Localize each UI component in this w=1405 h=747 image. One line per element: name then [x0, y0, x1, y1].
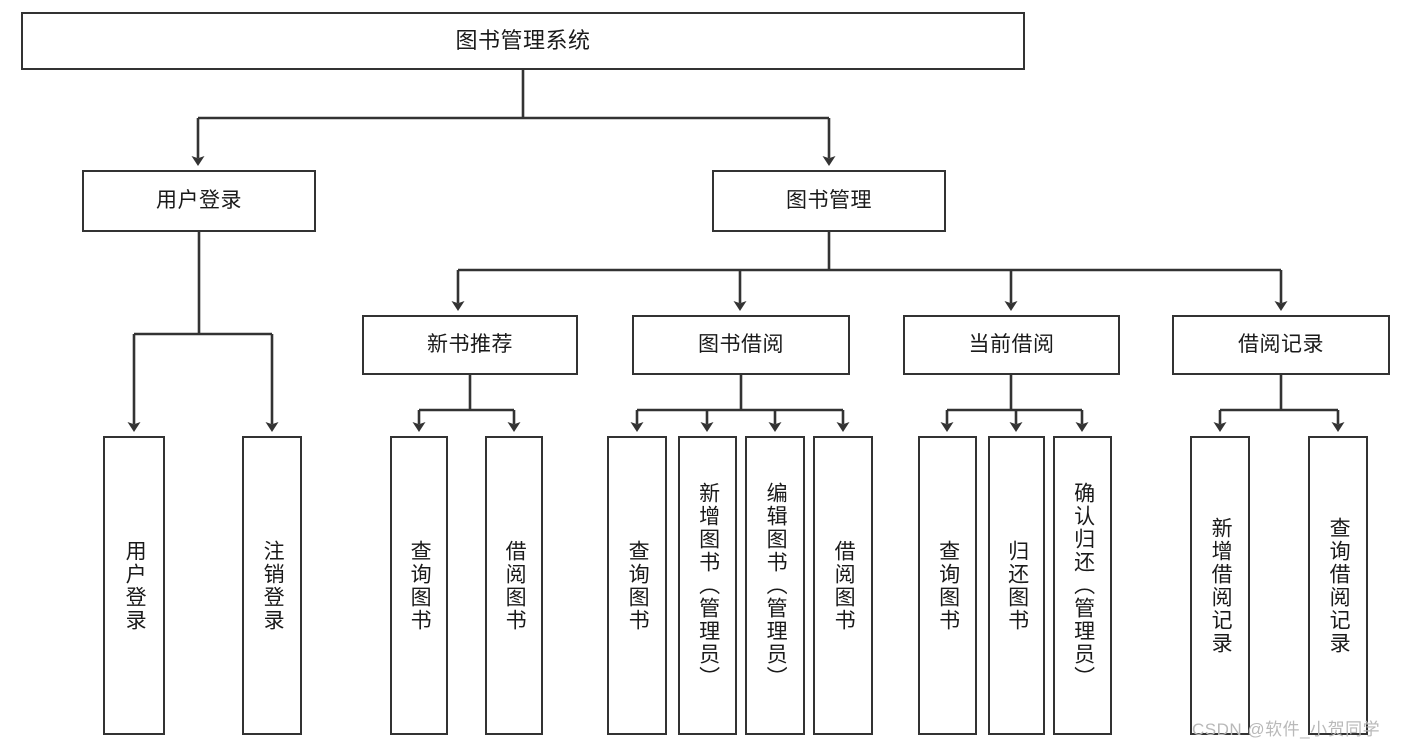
node-leaf-add-borrow-record[interactable]: 新增借阅记录 — [1190, 436, 1250, 735]
node-label: 当前借阅 — [968, 333, 1055, 357]
node-label: 用户登录 — [156, 189, 242, 213]
node-label: 借阅图书 — [503, 539, 527, 632]
node-label: 新增借阅记录 — [1209, 516, 1233, 655]
node-leaf-return-book[interactable]: 归还图书 — [988, 436, 1045, 735]
node-borrow-record[interactable]: 借阅记录 — [1172, 315, 1390, 375]
node-label: 新增图书（管理员） — [696, 482, 720, 689]
node-leaf-confirm-return-admin[interactable]: 确认归还（管理员） — [1053, 436, 1112, 735]
node-label: 查询图书 — [408, 539, 432, 632]
node-leaf-borrow-book-1[interactable]: 借阅图书 — [485, 436, 543, 735]
node-user-login[interactable]: 用户登录 — [82, 170, 316, 232]
node-label: 新书推荐 — [427, 333, 513, 357]
node-leaf-logout-login[interactable]: 注销登录 — [242, 436, 302, 735]
node-leaf-query-book-1[interactable]: 查询图书 — [390, 436, 448, 735]
node-leaf-edit-book-admin[interactable]: 编辑图书（管理员） — [745, 436, 805, 735]
node-book-manage[interactable]: 图书管理 — [712, 170, 946, 232]
node-label: 查询图书 — [626, 539, 650, 632]
node-book-borrow[interactable]: 图书借阅 — [632, 315, 850, 375]
node-label: 查询图书 — [936, 539, 960, 632]
node-label: 借阅记录 — [1238, 333, 1324, 357]
node-label: 归还图书 — [1005, 539, 1029, 632]
node-leaf-query-borrow-record[interactable]: 查询借阅记录 — [1308, 436, 1368, 735]
node-label: 借阅图书 — [832, 539, 856, 632]
node-label: 用户登录 — [123, 539, 147, 632]
node-root-system[interactable]: 图书管理系统 — [21, 12, 1025, 70]
node-leaf-query-book-2[interactable]: 查询图书 — [607, 436, 667, 735]
node-label: 编辑图书（管理员） — [764, 482, 788, 689]
node-leaf-user-login[interactable]: 用户登录 — [103, 436, 165, 735]
node-label: 注销登录 — [261, 539, 285, 632]
node-label: 图书借阅 — [698, 333, 784, 357]
node-label: 确认归还（管理员） — [1071, 482, 1095, 689]
node-leaf-query-book-3[interactable]: 查询图书 — [918, 436, 977, 735]
node-label: 图书管理 — [786, 189, 872, 213]
node-current-borrow[interactable]: 当前借阅 — [903, 315, 1120, 375]
node-leaf-add-book-admin[interactable]: 新增图书（管理员） — [678, 436, 737, 735]
node-new-book-recommend[interactable]: 新书推荐 — [362, 315, 578, 375]
node-label: 查询借阅记录 — [1327, 516, 1351, 655]
node-leaf-borrow-book-2[interactable]: 借阅图书 — [813, 436, 873, 735]
node-label: 图书管理系统 — [455, 27, 591, 53]
watermark-text: CSDN @软件_小贺同学 — [1192, 720, 1381, 739]
